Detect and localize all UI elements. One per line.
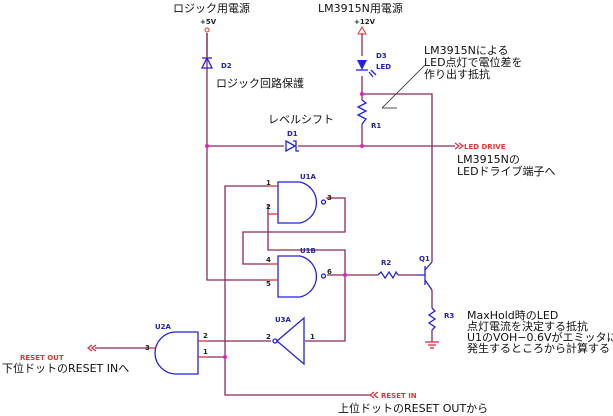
svg-text:D3: D3: [376, 52, 387, 60]
svg-text:4: 4: [266, 256, 271, 264]
wires: [95, 33, 455, 396]
note-reset-out: 下位ドットのRESET INへ: [2, 361, 129, 375]
junction-dot: [223, 355, 227, 359]
svg-text:2: 2: [266, 203, 271, 211]
nand-gate-u1a: U1A 1 2 3: [266, 173, 332, 224]
svg-text:1: 1: [203, 348, 208, 356]
note-lm-power: LM3915N用電源: [318, 1, 403, 15]
svg-text:3: 3: [327, 194, 332, 202]
svg-text:1: 1: [310, 333, 315, 341]
resistor-r1: R1: [356, 99, 381, 130]
svg-text:U2A: U2A: [155, 323, 172, 331]
junction-dot: [205, 144, 209, 148]
junction-dot: [360, 92, 364, 96]
led-d3: D3 LED: [356, 52, 391, 78]
svg-text:U1B: U1B: [300, 247, 316, 255]
resistor-r3: R3: [427, 307, 454, 331]
svg-text:R3: R3: [444, 312, 454, 320]
svg-text:R1: R1: [371, 122, 381, 130]
svg-text:D1: D1: [287, 130, 298, 138]
svg-text:U3A: U3A: [275, 316, 292, 324]
svg-text:D2: D2: [221, 62, 232, 70]
svg-text:Q1: Q1: [419, 255, 430, 263]
svg-text:RESET IN: RESET IN: [381, 392, 417, 400]
nand-gate-u1b: U1B 4 5 6: [266, 247, 332, 298]
resistor-r2: R2: [377, 259, 399, 280]
svg-text:+5V: +5V: [200, 18, 217, 26]
note-level-shift: レベルシフト: [268, 113, 334, 126]
and-gate-u2a: U2A 2 1 3: [145, 323, 208, 375]
svg-text:U1A: U1A: [300, 173, 317, 181]
svg-text:2: 2: [203, 332, 208, 340]
diode-d1: D1: [285, 130, 299, 153]
port-led-drive: LED DRIVE: [454, 142, 506, 151]
port-reset-out: RESET OUT: [20, 344, 97, 362]
svg-text:+12V: +12V: [354, 18, 376, 26]
power-5v-symbol: +5V: [200, 18, 217, 33]
junctions: [205, 92, 364, 359]
svg-text:1: 1: [266, 179, 271, 187]
power-12v-symbol: +12V: [354, 18, 376, 35]
svg-text:RESET OUT: RESET OUT: [20, 354, 64, 362]
note-logic-protect: ロジック回路保護: [216, 76, 304, 90]
svg-text:LED DRIVE: LED DRIVE: [464, 143, 506, 151]
junction-dot: [360, 144, 364, 148]
ground-symbol: [425, 341, 439, 349]
diode-d2: D2: [200, 33, 232, 70]
svg-text:3: 3: [145, 344, 150, 352]
annotation-arrow: [381, 64, 426, 109]
svg-text:R2: R2: [381, 259, 391, 267]
transistor-q1: Q1: [418, 255, 433, 291]
note-logic-power: ロジック用電源: [173, 1, 250, 15]
junction-dot: [343, 273, 347, 277]
svg-text:2: 2: [266, 333, 271, 341]
svg-text:6: 6: [327, 268, 332, 276]
inverter-u3a: U3A 2 1: [266, 316, 315, 366]
port-reset-in: RESET IN: [368, 391, 417, 400]
svg-text:5: 5: [266, 280, 271, 288]
note-reset-in: 上位ドットのRESET OUTから: [338, 401, 488, 415]
svg-text:LED: LED: [376, 63, 391, 71]
